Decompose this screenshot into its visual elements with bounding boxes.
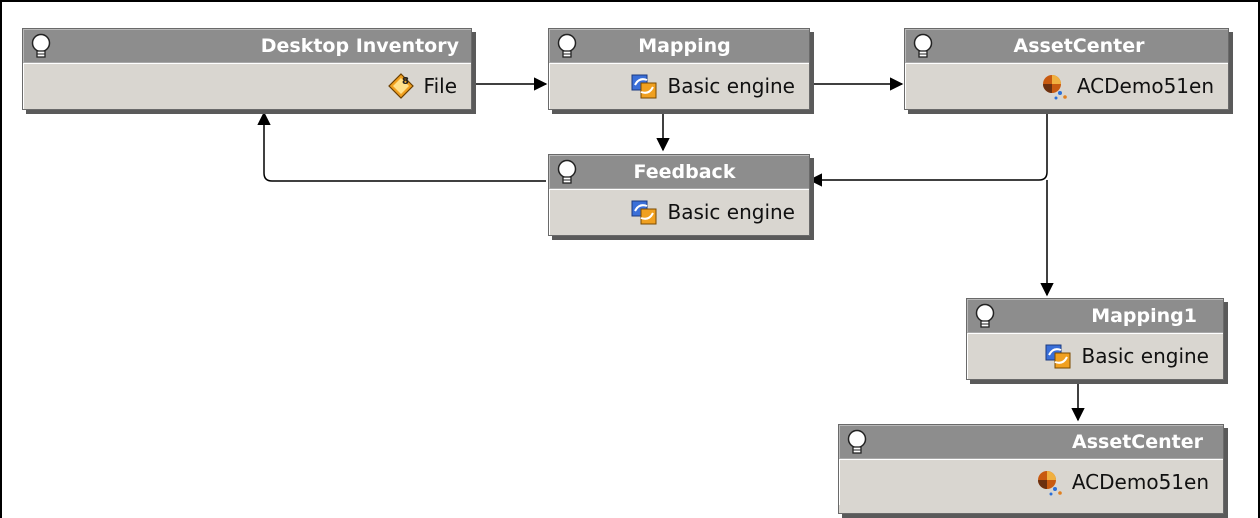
node-title: Desktop Inventory <box>260 35 459 57</box>
node-header: Desktop Inventory <box>23 29 471 63</box>
edge-assetcenter-to-feedback <box>808 114 1048 187</box>
node-body: Basic engine <box>549 189 809 235</box>
svg-text:8: 8 <box>402 76 409 87</box>
lightbulb-icon <box>557 159 577 184</box>
node-body: 8 File <box>23 63 471 109</box>
lightbulb-icon <box>31 33 51 58</box>
connector-type-label: Basic engine <box>667 200 795 224</box>
file-connector-icon: 8 <box>387 73 414 99</box>
connector-type-label: ACDemo51en <box>1071 470 1209 494</box>
node-title: AssetCenter <box>1013 35 1145 57</box>
lightbulb-icon <box>913 33 933 58</box>
node-header: AssetCenter <box>905 29 1228 63</box>
node-mapping1[interactable]: Mapping1 Basic engine <box>966 298 1224 380</box>
basic-engine-icon <box>631 200 657 225</box>
connector-type-label: Basic engine <box>667 74 795 98</box>
node-title: Mapping <box>638 35 731 57</box>
node-body: ACDemo51en <box>905 63 1228 109</box>
node-mapping[interactable]: Mapping Basic engine <box>548 28 810 110</box>
node-feedback[interactable]: Feedback Basic engine <box>548 154 810 236</box>
lightbulb-icon <box>557 33 577 58</box>
node-body: Basic engine <box>549 63 809 109</box>
connector-type-label: File <box>423 74 457 98</box>
canvas-border-right <box>1258 0 1260 518</box>
node-header: Mapping1 <box>967 299 1223 333</box>
node-title: Mapping1 <box>1091 305 1197 327</box>
lightbulb-icon <box>975 303 995 328</box>
database-icon <box>1042 75 1067 100</box>
lightbulb-icon <box>847 429 867 454</box>
database-icon <box>1037 471 1062 496</box>
node-body: Basic engine <box>967 333 1223 379</box>
node-assetcenter-2[interactable]: AssetCenter ACDemo51en <box>838 424 1224 514</box>
node-header: Feedback <box>549 155 809 189</box>
node-title: AssetCenter <box>1072 431 1203 453</box>
connector-type-label: ACDemo51en <box>1076 74 1214 98</box>
edge-feedback-to-desktop-inventory <box>257 111 546 182</box>
node-assetcenter[interactable]: AssetCenter ACDemo51en <box>904 28 1229 110</box>
node-body: ACDemo51en <box>839 459 1223 505</box>
basic-engine-icon <box>1045 344 1071 369</box>
canvas-border-left <box>0 0 2 518</box>
node-header: Mapping <box>549 29 809 63</box>
basic-engine-icon <box>631 74 657 99</box>
connector-type-label: Basic engine <box>1081 344 1209 368</box>
node-header: AssetCenter <box>839 425 1223 459</box>
node-title: Feedback <box>633 161 736 183</box>
canvas-border-top <box>0 0 1260 2</box>
node-desktop-inventory[interactable]: Desktop Inventory 8 File <box>22 28 472 110</box>
